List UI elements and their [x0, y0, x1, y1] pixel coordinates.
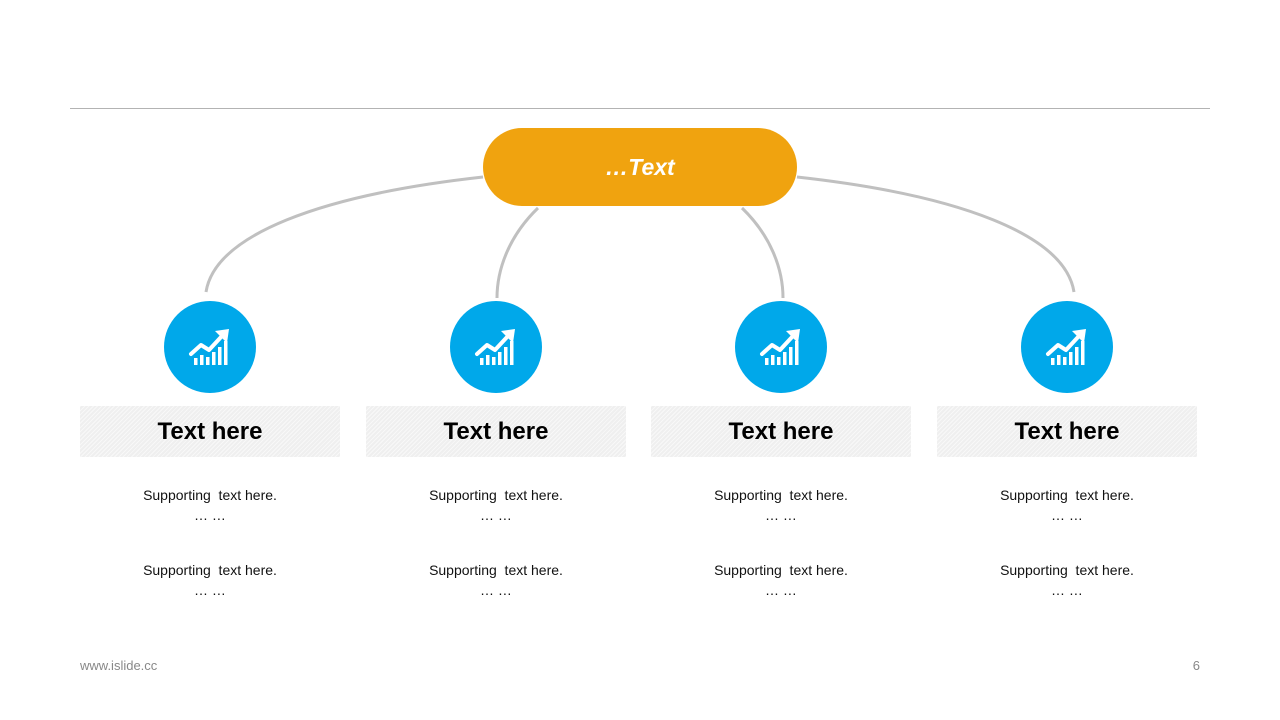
branch-title: Text here: [728, 417, 834, 445]
supporting-text: Supporting text here.: [1000, 487, 1134, 503]
connector-2: [495, 206, 540, 299]
chart-growth-icon: [1021, 301, 1113, 393]
supporting-text-block: Supporting text here. … …: [937, 485, 1197, 525]
supporting-text: Supporting text here.: [143, 487, 277, 503]
footer-website: www.islide.cc: [80, 658, 158, 673]
chart-growth-icon: [450, 301, 542, 393]
supporting-text-block: Supporting text here. … …: [651, 560, 911, 600]
top-divider: [70, 108, 1210, 109]
supporting-text-block: Supporting text here. … …: [937, 560, 1197, 600]
branch-title: Text here: [443, 417, 549, 445]
supporting-ellipsis: … …: [194, 582, 226, 598]
supporting-text-block: Supporting text here. … …: [366, 560, 626, 600]
connector-1: [204, 175, 484, 293]
supporting-text-block: Supporting text here. … …: [80, 485, 340, 525]
branch-title-box: Text here: [366, 406, 626, 457]
supporting-text: Supporting text here.: [714, 562, 848, 578]
branch-title-box: Text here: [651, 406, 911, 457]
branch-title-box: Text here: [937, 406, 1197, 457]
supporting-ellipsis: … …: [1051, 582, 1083, 598]
supporting-text-block: Supporting text here. … …: [366, 485, 626, 525]
branch-title-box: Text here: [80, 406, 340, 457]
branch-title: Text here: [1014, 417, 1120, 445]
supporting-text: Supporting text here.: [429, 487, 563, 503]
supporting-ellipsis: … …: [765, 507, 797, 523]
supporting-ellipsis: … …: [480, 507, 512, 523]
supporting-text: Supporting text here.: [714, 487, 848, 503]
connector-3: [740, 206, 785, 299]
chart-growth-icon: [735, 301, 827, 393]
central-hub[interactable]: …Text: [483, 128, 797, 206]
supporting-text-block: Supporting text here. … …: [80, 560, 340, 600]
connector-4: [796, 175, 1076, 293]
supporting-text-block: Supporting text here. … …: [651, 485, 911, 525]
page-number: 6: [1192, 658, 1200, 673]
supporting-ellipsis: … …: [1051, 507, 1083, 523]
supporting-text: Supporting text here.: [143, 562, 277, 578]
hub-label: …Text: [605, 153, 675, 180]
supporting-text: Supporting text here.: [429, 562, 563, 578]
supporting-text: Supporting text here.: [1000, 562, 1134, 578]
supporting-ellipsis: … …: [765, 582, 797, 598]
branch-title: Text here: [157, 417, 263, 445]
supporting-ellipsis: … …: [194, 507, 226, 523]
chart-growth-icon: [164, 301, 256, 393]
supporting-ellipsis: … …: [480, 582, 512, 598]
